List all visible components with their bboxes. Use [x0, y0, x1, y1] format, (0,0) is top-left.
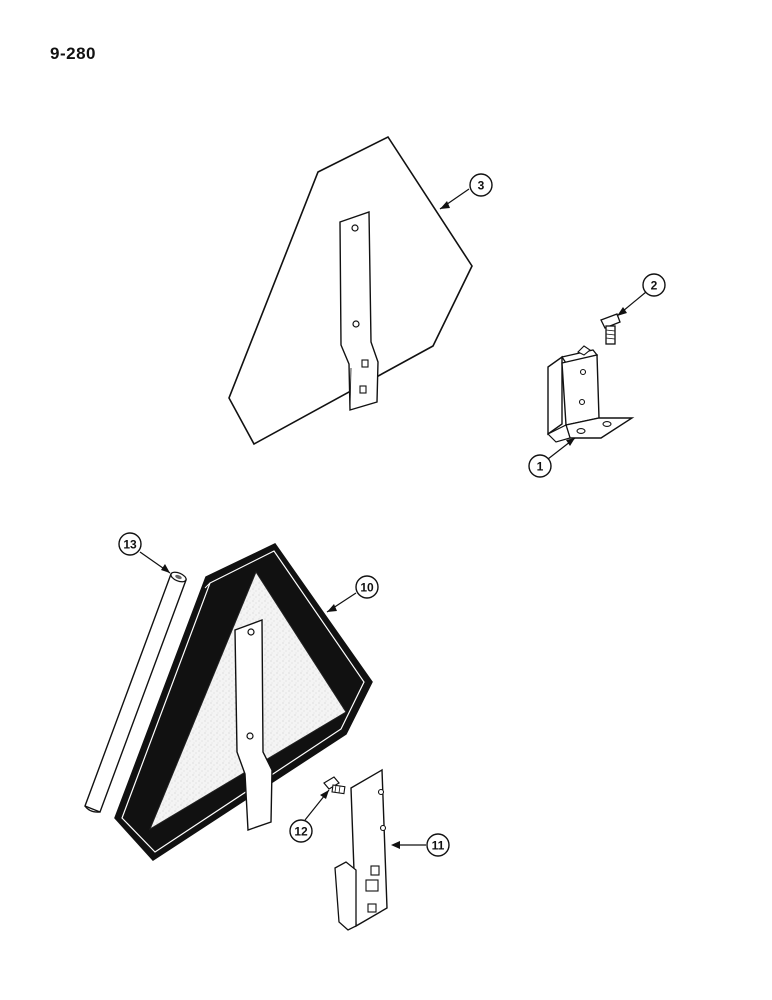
mounting-bracket: [546, 345, 635, 443]
callout-3-label: 3: [478, 179, 485, 193]
mounting-screw: [323, 776, 346, 795]
callout-11: 11: [426, 833, 450, 857]
callout-2-label: 2: [651, 279, 658, 293]
page-number: 9-280: [50, 44, 96, 63]
socket-bracket: [334, 768, 388, 931]
leader-lines: [139, 188, 647, 849]
callout-12-label: 12: [294, 825, 308, 839]
mounting-bolt: [600, 313, 621, 345]
callout-10-label: 10: [360, 581, 374, 595]
callout-1-label: 1: [537, 460, 544, 474]
callout-12: 12: [289, 819, 313, 843]
emblem-mounting-strap: [234, 618, 273, 831]
mounting-tube: [84, 571, 187, 813]
callout-11-label: 11: [432, 839, 445, 853]
callout-13-label: 13: [123, 538, 137, 552]
callout-13: 13: [118, 532, 142, 556]
callout-2: 2: [642, 273, 666, 297]
callout-3: 3: [469, 173, 493, 197]
callout-1: 1: [528, 454, 552, 478]
callout-10: 10: [355, 575, 379, 599]
sign-mounting-strap: [339, 211, 379, 411]
